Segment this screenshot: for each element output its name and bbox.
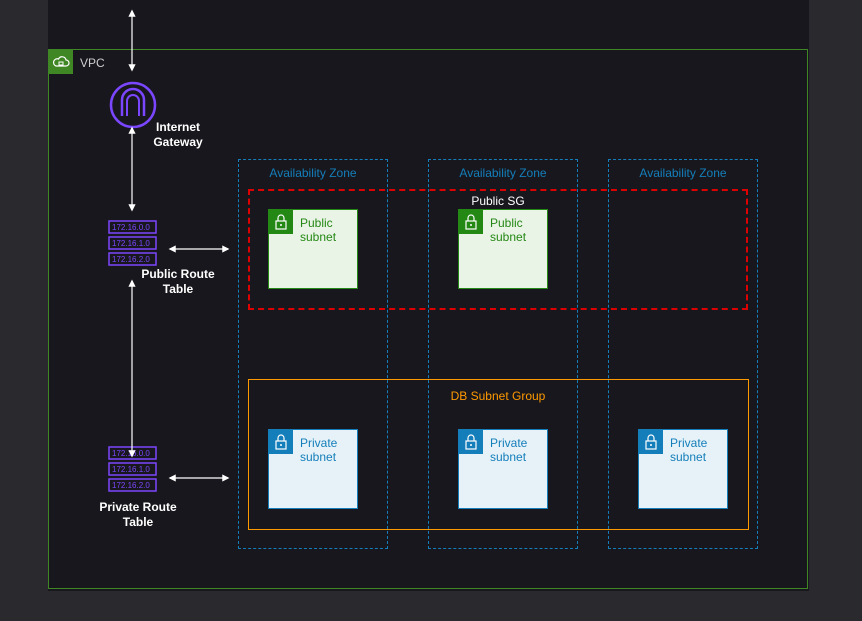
subnet-label-line2: subnet <box>490 450 527 464</box>
availability-zone-1-label: Availability Zone <box>269 166 357 180</box>
route-entry: 172.16.1.0 <box>112 239 150 248</box>
public-route-table-label: Public Route Table <box>128 267 228 297</box>
db-subnet-group[interactable] <box>248 379 749 530</box>
availability-zone-2[interactable] <box>428 159 578 549</box>
cloud-lock-icon <box>49 50 73 74</box>
private-route-table-label-line2: Table <box>122 515 154 529</box>
lock-icon <box>269 430 293 454</box>
route-entry: 172.16.2.0 <box>112 481 150 490</box>
route-entry: 172.16.2.0 <box>112 255 150 264</box>
subnet-label-line1: Public <box>490 216 523 230</box>
subnet-label-line2: subnet <box>300 450 337 464</box>
route-table-icon[interactable]: 172.16.0.0 172.16.1.0 172.16.2.0 <box>108 220 157 273</box>
route-entry: 172.16.0.0 <box>112 223 150 232</box>
private-route-table-label: Private Route Table <box>88 500 188 530</box>
public-security-group[interactable] <box>248 189 748 310</box>
lock-icon <box>639 430 663 454</box>
lock-icon <box>459 210 483 234</box>
db-subnet-group-label: DB Subnet Group <box>450 389 546 403</box>
availability-zone-2-label: Availability Zone <box>459 166 547 180</box>
subnet-label-line1: Private <box>490 436 528 450</box>
subnet-label-line1: Public <box>300 216 333 230</box>
lock-icon <box>269 210 293 234</box>
subnet-label-line2: subnet <box>670 450 707 464</box>
lock-icon <box>459 430 483 454</box>
vpc-label: VPC <box>80 56 105 70</box>
internet-gateway-label-line2: Gateway <box>153 135 203 149</box>
vpc-group[interactable] <box>48 49 808 589</box>
availability-zone-1[interactable] <box>238 159 388 549</box>
subnet-label-line1: Private <box>300 436 338 450</box>
availability-zone-3[interactable] <box>608 159 758 549</box>
internet-gateway-label: Internet Gateway <box>138 120 218 150</box>
availability-zone-3-label: Availability Zone <box>639 166 727 180</box>
subnet-label-line2: subnet <box>490 230 527 244</box>
subnet-label-line1: Private <box>670 436 708 450</box>
public-route-table-label-line1: Public Route <box>141 267 215 281</box>
private-route-table-label-line1: Private Route <box>99 500 177 514</box>
public-sg-label: Public SG <box>471 194 525 208</box>
public-route-table-label-line2: Table <box>162 282 194 296</box>
route-entry: 172.16.1.0 <box>112 465 150 474</box>
internet-gateway-label-line1: Internet <box>155 120 200 134</box>
subnet-label-line2: subnet <box>300 230 337 244</box>
